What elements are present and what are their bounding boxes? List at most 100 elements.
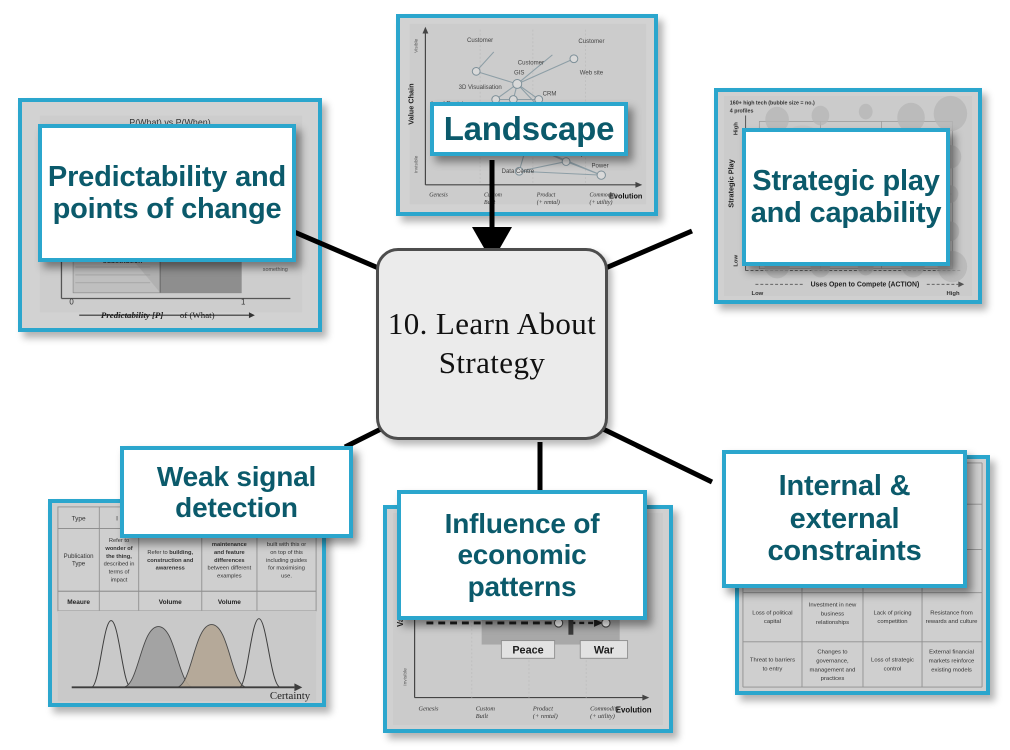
svg-text:business: business [821,611,844,617]
svg-text:and feature: and feature [214,550,245,556]
svg-text:(+ utility): (+ utility) [590,199,613,206]
svg-text:External financial: External financial [929,650,974,656]
svg-text:4 profiles: 4 profiles [730,109,754,115]
svg-text:Changes to: Changes to [817,650,848,656]
svg-text:Customer: Customer [518,61,544,67]
svg-text:Refer to building,: Refer to building, [147,550,193,556]
svg-text:Strategic Play: Strategic Play [727,158,736,207]
svg-text:Commodity: Commodity [590,705,619,712]
svg-text:use.: use. [281,574,292,580]
svg-text:existing models: existing models [931,667,972,673]
svg-text:Customer: Customer [467,38,493,44]
svg-text:0: 0 [69,297,74,306]
svg-text:awareness: awareness [156,566,185,572]
svg-text:Invisible: Invisible [414,155,420,173]
centre-node[interactable]: 10. Learn About Strategy [376,248,608,440]
svg-text:Investment in new: Investment in new [809,602,857,608]
svg-text:Product: Product [536,192,556,198]
svg-text:Type: Type [72,561,86,568]
svg-text:management and: management and [810,667,856,673]
svg-text:3D Visualisation: 3D Visualisation [459,85,502,91]
svg-text:Web site: Web site [580,70,604,76]
svg-text:described in: described in [104,562,135,568]
label-economic-patterns: Influence of economic patterns [444,507,600,602]
svg-text:P(What) vs P(When): P(What) vs P(When) [129,118,210,128]
svg-text:Type: Type [72,516,86,523]
svg-text:Built: Built [476,713,488,720]
label-card-weak-signal[interactable]: Weak signal detection [120,446,353,538]
label-card-predictability[interactable]: Predictability and points of change [38,124,296,262]
svg-text:Genesis: Genesis [429,192,448,198]
svg-text:built with this or: built with this or [267,542,306,548]
connector-weak-signal [343,425,385,450]
svg-text:High: High [946,291,959,297]
svg-text:Refer to: Refer to [109,538,129,544]
svg-text:construction and: construction and [147,558,194,564]
svg-text:practices: practices [821,676,845,682]
thumbnail-weak-signal[interactable]: Type I Publication Type Refer to wonder … [48,499,326,707]
label-predictability: Predictability and points of change [47,160,287,225]
svg-text:Volume: Volume [218,599,241,606]
svg-text:GIS: GIS [514,70,524,76]
svg-text:Invisible: Invisible [403,668,409,686]
connector-strategic-play [600,228,693,273]
svg-text:War: War [594,644,615,656]
svg-text:Power: Power [591,163,608,169]
connector-constraints [599,425,714,485]
svg-text:Customer: Customer [578,39,604,45]
svg-text:terms of: terms of [109,570,130,576]
svg-text:Low: Low [751,291,763,297]
svg-text:Evolution: Evolution [616,705,652,714]
svg-text:governance,: governance, [816,658,849,664]
svg-text:Data Centre: Data Centre [502,169,535,175]
svg-text:High: High [734,122,740,135]
label-weak-signal: Weak signal detection [156,460,317,523]
centre-node-label: 10. Learn About Strategy [387,306,597,380]
svg-text:Genesis: Genesis [419,705,439,712]
svg-text:(+ rental): (+ rental) [537,199,560,206]
svg-text:Value Chain: Value Chain [407,83,416,124]
label-landscape: Landscape [443,109,615,147]
svg-text:Threat to barriers: Threat to barriers [750,658,795,664]
svg-text:Volume: Volume [159,599,182,606]
svg-text:Evolution: Evolution [609,191,642,200]
svg-text:including guides: including guides [266,558,307,564]
svg-text:Meaure: Meaure [67,599,90,606]
svg-text:(+ utility): (+ utility) [590,713,615,720]
svg-text:160+ high tech (bubble size =: 160+ high tech (bubble size = no.) [730,101,815,107]
svg-text:1: 1 [241,297,245,306]
svg-text:impact: impact [111,577,128,583]
svg-text:Custom: Custom [476,705,496,712]
svg-text:of (What): of (What) [180,310,215,320]
connector-predictability [291,228,384,273]
svg-text:Loss of political: Loss of political [752,610,792,616]
svg-text:(+ rental): (+ rental) [533,713,558,720]
svg-text:something: something [263,267,288,273]
svg-text:I: I [116,516,118,523]
svg-text:CRM: CRM [543,92,557,98]
svg-text:wonder of: wonder of [104,546,132,552]
svg-text:capital: capital [764,619,781,625]
label-card-landscape[interactable]: Landscape [430,102,628,156]
svg-text:Loss of strategic: Loss of strategic [871,658,914,664]
label-card-economic-patterns[interactable]: Influence of economic patterns [397,490,647,620]
svg-text:Publication: Publication [64,553,94,560]
svg-text:Resistance from: Resistance from [930,610,973,616]
svg-text:Product: Product [532,705,553,712]
svg-text:relationships: relationships [816,620,849,626]
label-card-strategic-play[interactable]: Strategic play and capability [742,128,950,266]
svg-text:Uses Open to Compete (ACTION): Uses Open to Compete (ACTION) [811,281,920,288]
label-constraints: Internal & external constraints [767,470,922,568]
svg-text:maintenance: maintenance [212,542,247,548]
svg-text:Peace: Peace [512,644,543,656]
svg-text:for maximising: for maximising [268,566,305,572]
svg-text:to entry: to entry [763,666,783,672]
svg-text:between different: between different [208,566,252,572]
label-card-constraints[interactable]: Internal & external constraints [722,450,967,588]
svg-text:competition: competition [877,619,907,625]
svg-text:Predictability [P]: Predictability [P] [101,310,163,320]
svg-text:examples: examples [217,574,242,580]
svg-text:Visible: Visible [414,38,420,52]
